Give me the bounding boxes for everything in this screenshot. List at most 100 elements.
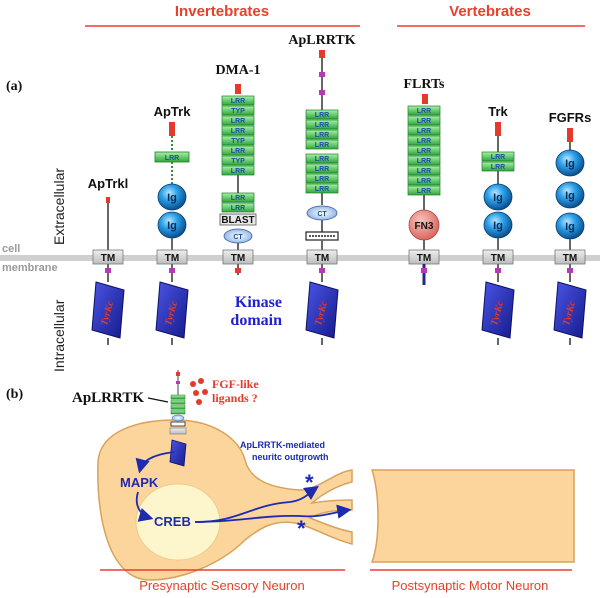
protein-aplrrtk: ApLRRTK LRR LRR LRR LRR LRR LRR LRR LRR … bbox=[288, 33, 356, 345]
svg-text:CT: CT bbox=[317, 211, 327, 218]
protein-label-aptrk: ApTrk bbox=[154, 104, 192, 119]
svg-text:TM: TM bbox=[563, 253, 577, 264]
protein-fgfrs: FGFRs Ig Ig Ig TM TyrKc bbox=[549, 110, 592, 345]
panel-b-label: (b) bbox=[6, 387, 23, 402]
tyrkc-domain bbox=[155, 281, 189, 339]
svg-text:Ig: Ig bbox=[565, 158, 575, 170]
asterisk-lower: * bbox=[297, 516, 306, 541]
mapk-label: MAPK bbox=[120, 475, 159, 490]
ig-domain bbox=[555, 181, 585, 209]
arrow-creb-to-outgrowth-upper bbox=[194, 486, 319, 523]
postsynaptic-neuron bbox=[370, 469, 575, 563]
tyrkc-domain bbox=[305, 281, 339, 339]
protein-flrts: FLRTs LRR LRR LRR LRR LRR LRR LRR LRR LR… bbox=[403, 77, 445, 285]
svg-text:LRR: LRR bbox=[491, 164, 505, 171]
svg-text:Ig: Ig bbox=[167, 220, 177, 232]
protein-label-aptrkl: ApTrkl bbox=[88, 176, 128, 191]
svg-text:LRR: LRR bbox=[231, 168, 245, 175]
protein-label-fgfrs: FGFRs bbox=[549, 110, 592, 125]
protein-trk: Trk LRR LRR Ig Ig TM TyrKc bbox=[481, 104, 515, 345]
svg-text:TM: TM bbox=[315, 253, 329, 264]
svg-text:BLAST: BLAST bbox=[221, 215, 254, 226]
svg-text:Invertebrates: Invertebrates bbox=[175, 3, 269, 20]
svg-text:FN3: FN3 bbox=[415, 221, 434, 232]
protein-label-dma1: DMA-1 bbox=[215, 63, 260, 78]
aplrrtk-receptor bbox=[169, 370, 187, 467]
tyrkc-domain bbox=[481, 281, 515, 339]
svg-text:LRR: LRR bbox=[417, 128, 431, 135]
membrane-label-line1: cell bbox=[2, 243, 20, 255]
svg-text:LRR: LRR bbox=[417, 118, 431, 125]
svg-text:LRR: LRR bbox=[315, 176, 329, 183]
protein-dma1: DMA-1 LRR TYP LRR LRR TYP LRR TYP LRR LR… bbox=[215, 63, 261, 275]
blast-domain bbox=[219, 213, 257, 226]
svg-text:LRR: LRR bbox=[315, 142, 329, 149]
svg-text:LRR: LRR bbox=[417, 148, 431, 155]
svg-text:CT: CT bbox=[233, 234, 243, 241]
svg-text:LRR: LRR bbox=[165, 155, 179, 162]
protein-aptrk: ApTrk LRR Ig Ig TM TyrKc bbox=[154, 104, 192, 345]
svg-text:LRR: LRR bbox=[315, 166, 329, 173]
ig-domain bbox=[483, 183, 513, 211]
svg-text:Ig: Ig bbox=[565, 221, 575, 233]
svg-text:LRR: LRR bbox=[315, 122, 329, 129]
svg-text:TYP: TYP bbox=[231, 108, 245, 115]
svg-text:LRR: LRR bbox=[231, 195, 245, 202]
extracellular-label: Extracellular bbox=[51, 168, 67, 245]
svg-text:Ig: Ig bbox=[493, 192, 503, 204]
outgrowth-label-line1: ApLRRTK-mediated bbox=[240, 440, 325, 450]
svg-text:LRR: LRR bbox=[417, 178, 431, 185]
svg-text:TM: TM bbox=[101, 253, 115, 264]
svg-text:LRR: LRR bbox=[417, 168, 431, 175]
intracellular-label: Intracellular bbox=[51, 299, 67, 372]
protein-label-trk: Trk bbox=[488, 104, 508, 119]
svg-text:LRR: LRR bbox=[315, 156, 329, 163]
svg-text:LRR: LRR bbox=[231, 205, 245, 212]
protein-label-aplrrtk: ApLRRTK bbox=[288, 33, 355, 48]
membrane-label-line2: membrane bbox=[2, 262, 58, 274]
svg-text:Ig: Ig bbox=[565, 190, 575, 202]
ligands-label-line1: FGF-like bbox=[212, 377, 259, 391]
svg-text:TM: TM bbox=[231, 253, 245, 264]
ig-domain bbox=[555, 149, 585, 177]
kinase-domain-label-line1: Kinase bbox=[235, 294, 282, 311]
protein-aptrkl: ApTrkl TM TyrKc bbox=[88, 176, 128, 345]
svg-text:TM: TM bbox=[417, 253, 431, 264]
asterisk-upper: * bbox=[305, 470, 314, 495]
postsynaptic-label: Postsynaptic Motor Neuron bbox=[392, 578, 549, 593]
outgrowth-label-line2: neuritc outgrowth bbox=[252, 452, 329, 462]
svg-text:LRR: LRR bbox=[231, 118, 245, 125]
svg-text:TYP: TYP bbox=[231, 158, 245, 165]
tyrkc-domain bbox=[553, 281, 587, 339]
svg-text:TM: TM bbox=[491, 253, 505, 264]
label-pointer bbox=[147, 397, 169, 403]
svg-text:LRR: LRR bbox=[417, 188, 431, 195]
tyrkc-domain bbox=[91, 281, 125, 339]
svg-text:LRR: LRR bbox=[491, 154, 505, 161]
creb-label: CREB bbox=[154, 514, 191, 529]
svg-text:LRR: LRR bbox=[231, 98, 245, 105]
svg-text:LRR: LRR bbox=[231, 128, 245, 135]
svg-text:TYP: TYP bbox=[231, 138, 245, 145]
svg-text:Ig: Ig bbox=[493, 220, 503, 232]
panel-a-label: (a) bbox=[6, 79, 23, 94]
svg-text:Vertebrates: Vertebrates bbox=[449, 3, 531, 20]
svg-text:LRR: LRR bbox=[417, 158, 431, 165]
svg-text:TM: TM bbox=[165, 253, 179, 264]
svg-text:LRR: LRR bbox=[417, 138, 431, 145]
svg-text:LRR: LRR bbox=[231, 148, 245, 155]
arrow-kinase-to-mapk bbox=[135, 451, 175, 474]
ligand-dots bbox=[190, 378, 208, 405]
svg-text:Ig: Ig bbox=[167, 192, 177, 204]
presynaptic-label: Presynaptic Sensory Neuron bbox=[139, 578, 304, 593]
svg-text:LRR: LRR bbox=[417, 108, 431, 115]
svg-text:LRR: LRR bbox=[315, 112, 329, 119]
arrow-creb-to-outgrowth-lower bbox=[194, 504, 352, 523]
header-vertebrates: Vertebrates bbox=[397, 3, 585, 27]
cell-membrane bbox=[0, 255, 600, 261]
kinase-domain-label-line2: domain bbox=[230, 312, 282, 329]
svg-text:LRR: LRR bbox=[315, 186, 329, 193]
ig-domain bbox=[157, 183, 187, 211]
header-invertebrates: Invertebrates bbox=[85, 3, 360, 27]
arrow-mapk-to-creb bbox=[135, 491, 154, 522]
